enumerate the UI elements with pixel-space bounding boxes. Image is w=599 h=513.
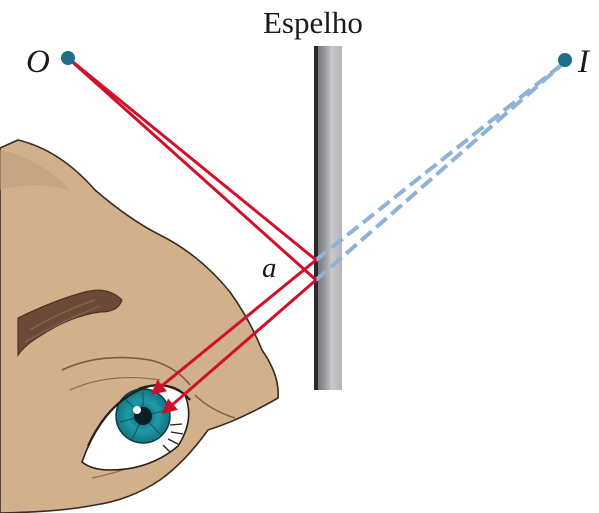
virtual-ray-upper — [316, 62, 565, 260]
angle-label: a — [262, 252, 277, 284]
virtual-ray-lower — [316, 62, 565, 280]
virtual-rays — [316, 62, 565, 280]
image-label: I — [577, 44, 591, 80]
object-point — [61, 51, 75, 65]
mirror — [314, 46, 342, 390]
mirror-label: Espelho — [263, 5, 363, 40]
image-point — [558, 53, 572, 67]
object-label: O — [26, 44, 50, 80]
